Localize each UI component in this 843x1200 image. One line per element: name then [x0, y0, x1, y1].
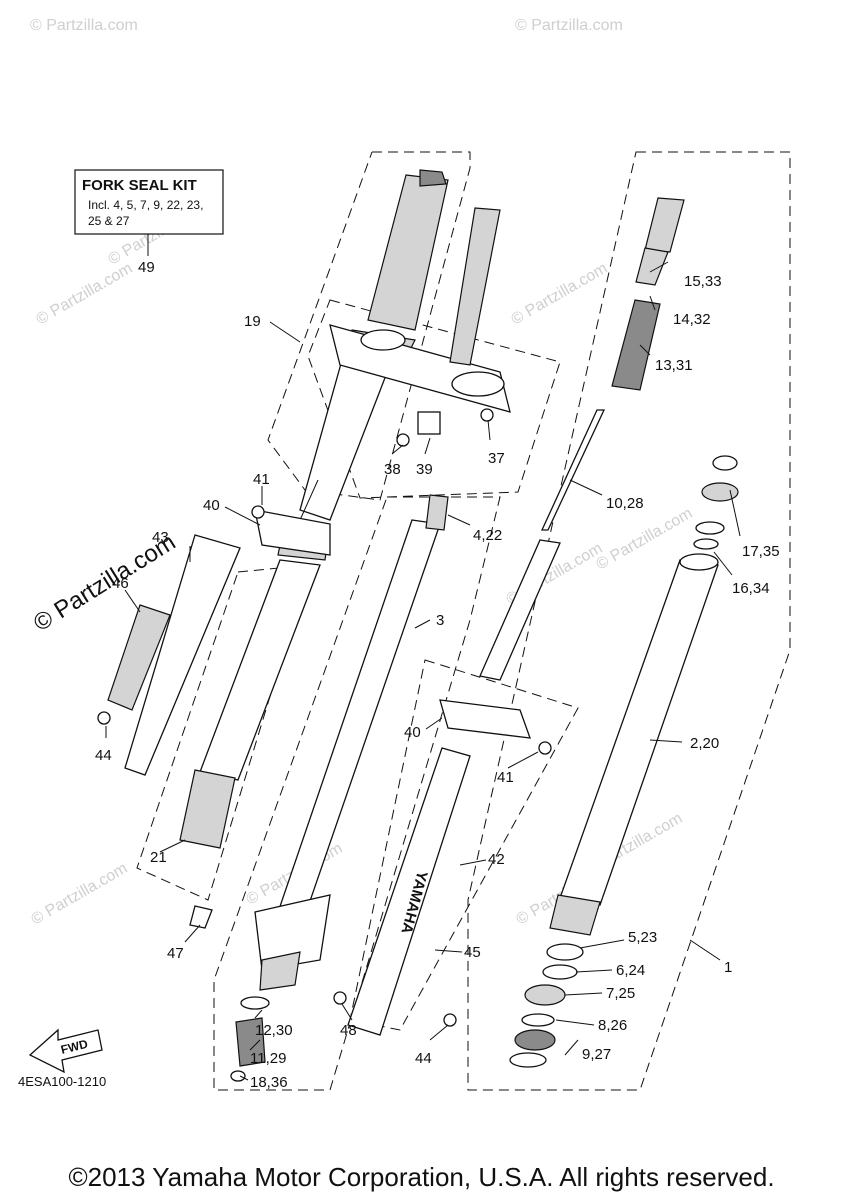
- part-label-7-25: 7,25: [606, 985, 635, 1002]
- part-label-49: 49: [138, 259, 155, 276]
- lower-leg: [254, 894, 331, 991]
- fwd-label: FWD: [59, 1037, 89, 1057]
- top-bracket: [329, 207, 511, 413]
- part-label-47: 47: [167, 945, 184, 962]
- part-label-45: 45: [464, 944, 481, 961]
- part-label-3: 3: [436, 612, 444, 629]
- lower-bracket: [254, 509, 531, 739]
- part-label-4-22: 4,22: [473, 527, 502, 544]
- fork-seal-kit-box: FORK SEAL KIT Incl. 4, 5, 7, 9, 22, 23, …: [74, 169, 224, 276]
- right-fork-internals: [479, 197, 739, 681]
- part-label-41: 41: [253, 471, 270, 488]
- fwd-arrow-icon: FWD: [28, 1028, 103, 1074]
- part-label-5-23: 5,23: [628, 929, 657, 946]
- left-guards: [107, 534, 241, 776]
- part-label-37: 37: [488, 450, 505, 467]
- watermark: © Partzilla.com: [515, 17, 623, 34]
- part-label-38: 38: [384, 461, 401, 478]
- part-label-9-27: 9,27: [582, 1046, 611, 1063]
- part-label-17-35: 17,35: [742, 543, 780, 560]
- watermark: © Partzilla.com: [509, 260, 611, 329]
- watermark: © Partzilla.com: [30, 17, 138, 34]
- copyright-notice: ©2013 Yamaha Motor Corporation, U.S.A. A…: [68, 1162, 775, 1192]
- outer-tube: [549, 553, 719, 936]
- bolts: [97, 408, 552, 1027]
- part-label-2-20: 2,20: [690, 735, 719, 752]
- part-label-12-30: 12,30: [255, 1022, 293, 1039]
- part-label-14-32: 14,32: [673, 311, 711, 328]
- part-label-1: 1: [724, 959, 732, 976]
- part-label-40b: 40: [404, 724, 421, 741]
- part-label-44: 44: [95, 747, 112, 764]
- watermark: © Partzilla.com: [29, 860, 131, 929]
- part-label-11-29: 11,29: [250, 1050, 286, 1067]
- part-label-46: 46: [112, 575, 129, 592]
- part-label-21: 21: [150, 849, 167, 866]
- left-fork-tube: [179, 169, 449, 849]
- seal-stack: [509, 943, 584, 1068]
- part-label-10-28: 10,28: [606, 495, 644, 512]
- bottom-small-parts: [189, 905, 270, 1082]
- part-label-39: 39: [416, 461, 433, 478]
- drawing-code: 4ESA100-1210: [18, 1074, 106, 1089]
- kit-title: FORK SEAL KIT: [82, 177, 197, 194]
- part-label-43: 43: [152, 529, 169, 546]
- part-label-44b: 44: [415, 1050, 432, 1067]
- part-label-40: 40: [203, 497, 220, 514]
- leader-lines: [105, 261, 741, 1081]
- part-label-19: 19: [244, 313, 261, 330]
- part-label-16-34: 16,34: [732, 580, 770, 597]
- kit-line-1: Incl. 4, 5, 7, 9, 22, 23,: [88, 198, 203, 212]
- part-label-48: 48: [340, 1022, 357, 1039]
- part-label-6-24: 6,24: [616, 962, 645, 979]
- kit-line-2: 25 & 27: [88, 214, 130, 228]
- part-label-42: 42: [488, 851, 505, 868]
- inner-tube: [273, 494, 449, 931]
- part-label-13-31: 13,31: [655, 357, 693, 374]
- part-label-15-33: 15,33: [684, 273, 722, 290]
- part-label-41b: 41: [497, 769, 514, 786]
- watermark: © Partzilla.com: [34, 260, 136, 329]
- part-label-8-26: 8,26: [598, 1017, 627, 1034]
- right-guard: YAMAHA: [347, 747, 471, 1036]
- part-label-18-36: 18,36: [250, 1074, 288, 1091]
- part-labels: 19 41 40 43 46 44 21 47 38 39 37 4,22 3 …: [95, 273, 780, 1091]
- watermarks: © Partzilla.com © Partzilla.com © Partzi…: [29, 17, 696, 928]
